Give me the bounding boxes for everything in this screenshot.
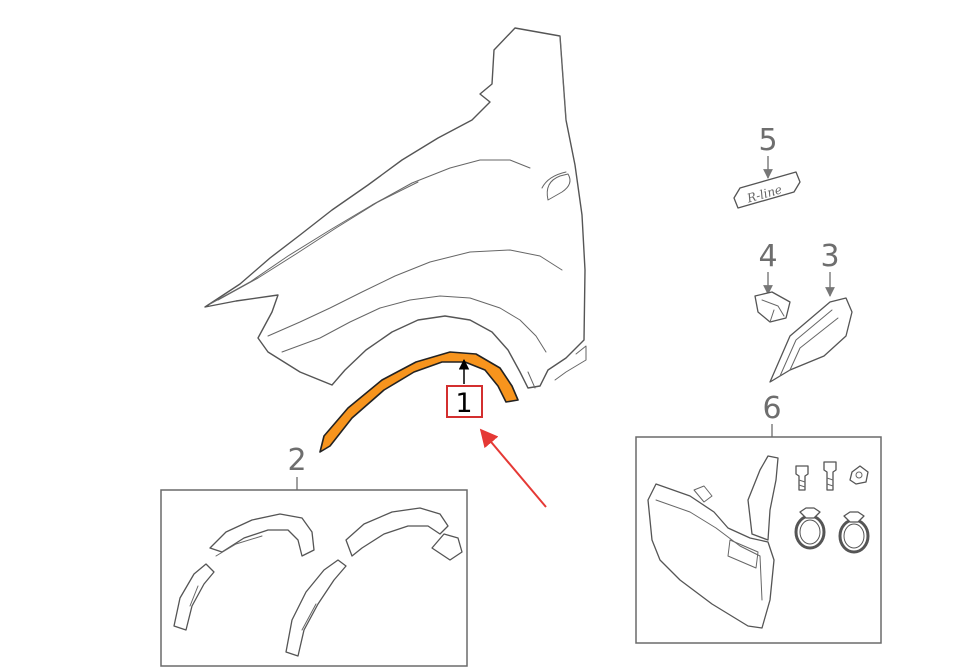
callout-6[interactable]: 6 bbox=[762, 391, 782, 437]
wheel-arch-molding bbox=[319, 351, 519, 453]
retaining-clip bbox=[754, 291, 791, 323]
trim-piece bbox=[769, 297, 853, 383]
callout-3-label: 3 bbox=[820, 239, 839, 274]
callout-1[interactable]: 1 bbox=[446, 358, 483, 419]
callout-1-highlight-box bbox=[446, 385, 483, 418]
callout-4[interactable]: 4 bbox=[758, 239, 778, 295]
callout-5[interactable]: 5 bbox=[758, 123, 778, 179]
pointer-arrow bbox=[479, 428, 547, 508]
callout-2[interactable]: 2 bbox=[287, 443, 307, 490]
callout-2-label: 2 bbox=[287, 443, 306, 478]
moulding-kit-pieces bbox=[173, 507, 463, 657]
callout-5-label: 5 bbox=[758, 123, 777, 158]
fender-panel bbox=[204, 27, 587, 389]
mud-flap-kit bbox=[647, 455, 870, 629]
callout-1-label: 1 bbox=[455, 388, 472, 419]
callout-4-label: 4 bbox=[758, 239, 777, 274]
callout-3[interactable]: 3 bbox=[820, 239, 840, 297]
emblem-badge: R-line bbox=[733, 171, 801, 209]
callout-6-label: 6 bbox=[762, 391, 781, 426]
